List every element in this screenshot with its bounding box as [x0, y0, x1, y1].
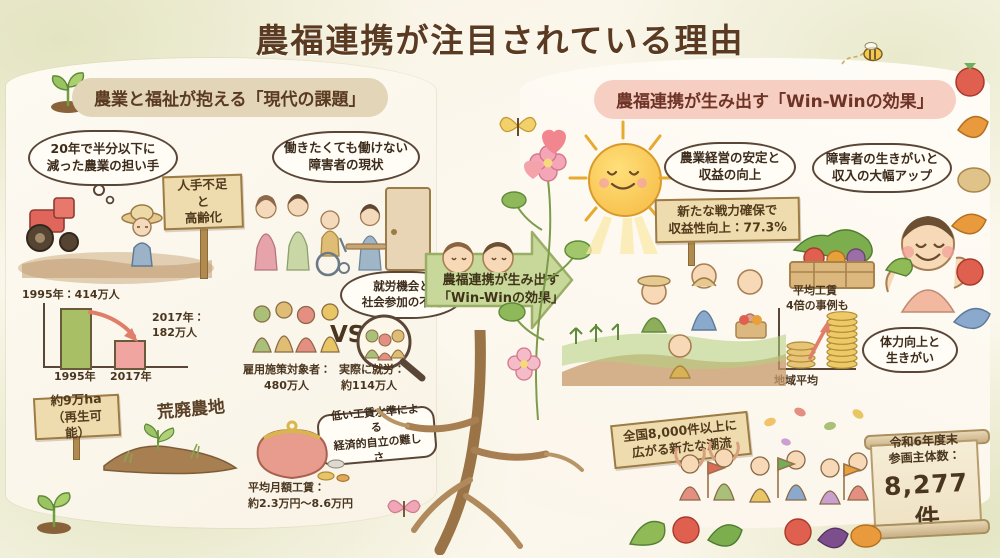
- labor-shortage-sign: 人手不足と 高齢化: [162, 173, 244, 231]
- bubble-worker-fulfilment: 障害者の生きがいと 収入の大幅アップ: [812, 143, 952, 193]
- abandoned-soil-illustration: [103, 423, 238, 475]
- flowers-decoration: [498, 145, 592, 420]
- arrow-faces-icon: [442, 242, 514, 272]
- wage-chart-line1: 平均工賃: [793, 284, 837, 297]
- target-people-line1: 雇用施策対象者：: [243, 363, 331, 376]
- right-section-header: 農福連携が生み出す「Win-Winの効果」: [594, 80, 956, 119]
- arrow-label-line2: 「Win-Winの効果」: [438, 291, 564, 307]
- bubble-farmer-decline-line1: 20年で半分以下に: [50, 141, 156, 157]
- chart-bar-1995: [60, 308, 92, 370]
- sprout-bottom-left-icon: [37, 492, 71, 534]
- bubble-worker-line2: 収入の大幅アップ: [831, 168, 932, 183]
- chart-axis-y: [43, 303, 45, 368]
- wage-chart-axis-x: [778, 368, 856, 370]
- bubble-employment-line2: 社会参加の不足: [361, 295, 443, 309]
- bubble-farmer-decline: 20年で半分以下に 減った農業の担い手: [28, 130, 178, 186]
- bubble-employment-line1: 就労機会と: [373, 279, 431, 294]
- labor-shortage-line2: 高齢化: [184, 209, 223, 227]
- actual-work-line1: 実際に就労：: [339, 363, 405, 376]
- chart-label-1995: 1995年：414万人: [22, 288, 120, 301]
- chart-tick-2017: 2017年: [110, 370, 152, 383]
- left-section-header: 農業と福祉が抱える「現代の課題」: [72, 78, 388, 117]
- bubble-farm-mgmt-line2: 収益の向上: [698, 167, 762, 182]
- arrow-label-line1: 農福連携が生み出す: [442, 273, 560, 288]
- butterfly-2-icon: [387, 499, 421, 517]
- profitability-line1: 新たな戦力確保で: [677, 202, 778, 219]
- bubble-farm-mgmt-line1: 農業経営の安定と: [679, 150, 780, 166]
- people-group-icon: [252, 301, 340, 353]
- target-people-line2: 480万人: [264, 379, 309, 392]
- actual-work-line2: 約114万人: [341, 379, 397, 392]
- confetti-decoration: [764, 407, 864, 446]
- decline-arrow-icon: [88, 310, 138, 342]
- bubble-disabled-line2: 障害者の現状: [308, 157, 384, 172]
- bubble-health-line1: 体力向上と: [879, 334, 940, 349]
- wage-coin-stacks-icon: [786, 311, 858, 369]
- bubble-farmer-decline-line2: 減った農業の担い手: [46, 158, 160, 173]
- labor-shortage-line1: 人手不足と: [177, 175, 228, 209]
- bubble-worker-line1: 障害者の生きがいと: [825, 151, 939, 167]
- leafy-greens-bottom: [628, 516, 743, 547]
- celebrating-crowd-illustration: [674, 441, 869, 505]
- bubble-farm-management: 農業経営の安定と 収益の向上: [664, 142, 796, 192]
- chart-bar-2017: [114, 340, 146, 370]
- disabled-people-illustration: [254, 187, 431, 277]
- wage-chart-line2: 4倍の事例も: [786, 299, 849, 312]
- bubble-health-line2: 生きがい: [885, 351, 934, 365]
- avg-wage-line2: 約2.3万円～8.6万円: [248, 497, 353, 510]
- arrow-label: 農福連携が生み出す 「Win-Winの効果」: [437, 272, 565, 308]
- sun-rays-icon: [568, 120, 678, 254]
- page-title: 農福連携が注目されている理由: [255, 21, 745, 60]
- happy-worker-illustration: [884, 216, 970, 313]
- hearts-decoration: [524, 129, 566, 179]
- scroll-line2: 参画主体数：: [888, 447, 961, 466]
- thought-dots-icon: [93, 184, 115, 205]
- avg-wage-line1: 平均月額工賃：: [248, 481, 325, 494]
- butterfly-icon: [499, 116, 537, 136]
- farm-work-scene: [562, 263, 786, 386]
- chart-label-2017-line1: 2017年：: [152, 311, 205, 324]
- chart-label-2017-line2: 182万人: [152, 326, 197, 339]
- wallet-icon: [256, 420, 350, 482]
- bubble-disabled-reality: 働きたくても働けない 障害者の現状: [272, 131, 420, 183]
- bubble-disabled-line1: 働きたくても働けない: [284, 140, 409, 156]
- labor-shortage-sign-post: [200, 225, 208, 279]
- vegetables-bottom-right: [784, 518, 882, 549]
- bubble-health-improvement: 体力向上と 生きがい: [862, 327, 958, 373]
- chart-tick-1995: 1995年: [54, 370, 96, 383]
- vegetable-crate-icon: [789, 229, 875, 289]
- bee-icon: [841, 42, 883, 65]
- farm-field-illustration: ?: [18, 197, 214, 284]
- tree-roots-illustration: [376, 330, 584, 555]
- vegetables-right-edge: [950, 63, 991, 330]
- magnifier-icon: [356, 314, 426, 382]
